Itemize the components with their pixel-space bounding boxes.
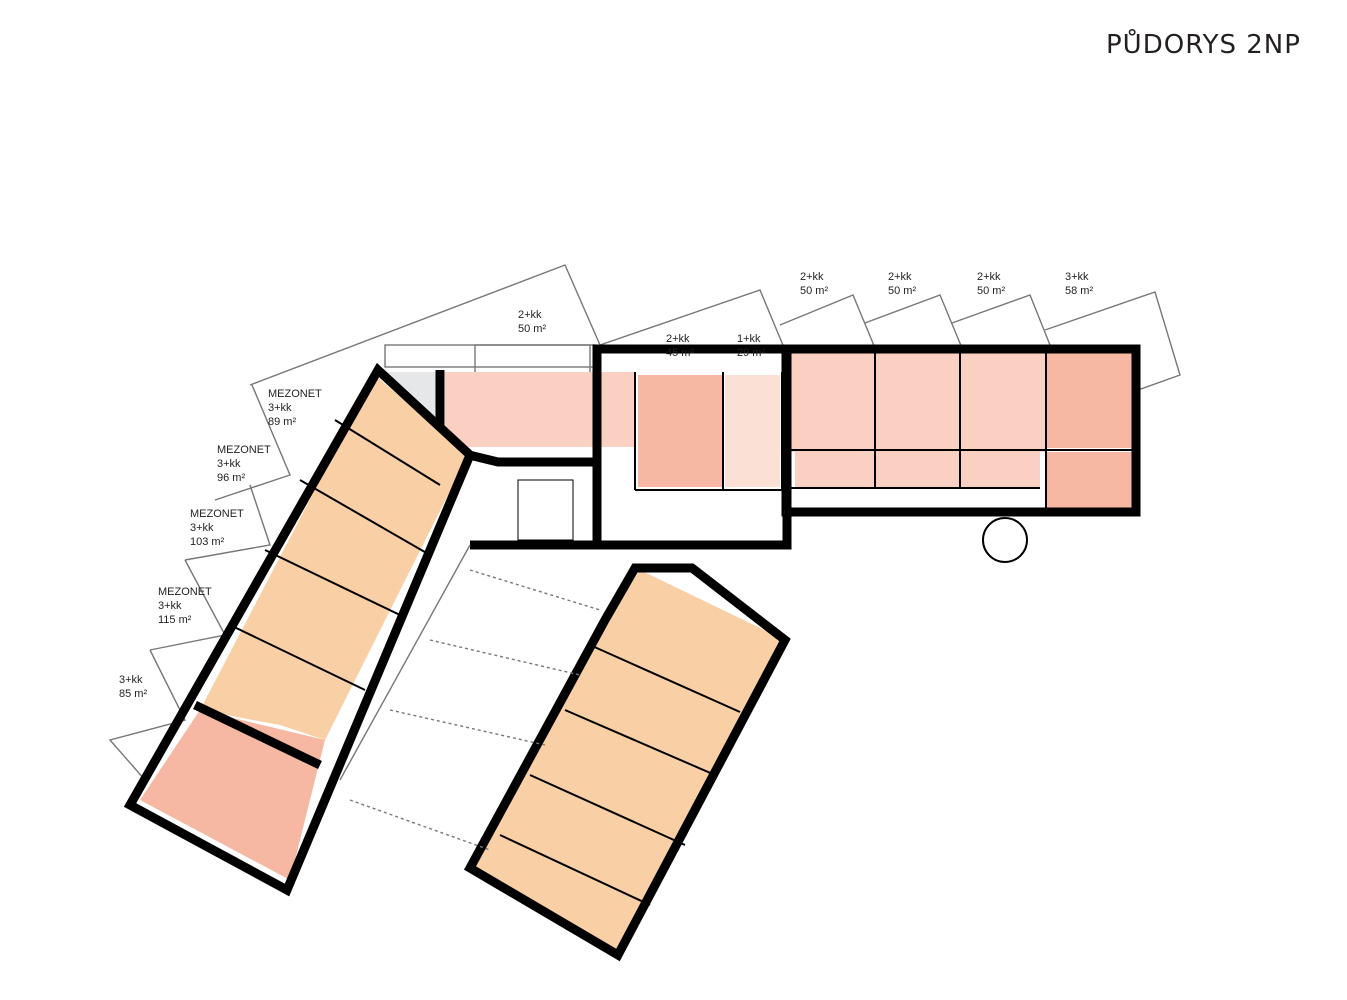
svg-text:89 m²: 89 m² [268,416,296,428]
unit-label-0: 2+kk 50 m² [518,309,546,335]
svg-text:50 m²: 50 m² [518,323,546,335]
svg-text:2+kk: 2+kk [977,271,1001,283]
unit-label-9: MEZONET 3+kk 103 m² [190,508,244,548]
svg-text:3+kk: 3+kk [158,600,182,612]
svg-text:50 m²: 50 m² [800,285,828,297]
svg-text:3+kk: 3+kk [119,674,143,686]
unit-label-5: 2+kk 50 m² [977,271,1005,297]
unit-label-2: 1+kk 29 m² [737,333,765,359]
svg-text:58 m²: 58 m² [1065,285,1093,297]
svg-text:115 m²: 115 m² [158,614,192,626]
unit-label-3: 2+kk 50 m² [800,271,828,297]
svg-text:29 m²: 29 m² [737,347,765,359]
svg-text:50 m²: 50 m² [888,285,916,297]
unit-label-11: 3+kk 85 m² [119,674,147,700]
svg-text:2+kk: 2+kk [518,309,542,321]
svg-text:MEZONET: MEZONET [217,444,271,456]
svg-text:1+kk: 1+kk [737,333,761,345]
svg-text:2+kk: 2+kk [666,333,690,345]
unit-label-1: 2+kk 45 m² [666,333,694,359]
svg-text:50 m²: 50 m² [977,285,1005,297]
unit-label-10: MEZONET 3+kk 115 m² [158,586,212,626]
svg-text:103 m²: 103 m² [190,536,225,548]
east-wing [781,344,1141,563]
unit-label-7: MEZONET 3+kk 89 m² [268,388,322,428]
page-title: PŮDORYS 2NP [1106,30,1301,60]
svg-text:45 m²: 45 m² [666,347,694,359]
svg-text:96 m²: 96 m² [217,472,245,484]
unit-label-8: MEZONET 3+kk 96 m² [217,444,271,484]
svg-text:MEZONET: MEZONET [190,508,244,520]
svg-text:3+kk: 3+kk [190,522,214,534]
svg-text:2+kk: 2+kk [800,271,824,283]
south-block [349,563,791,962]
svg-text:3+kk: 3+kk [268,402,292,414]
svg-text:85 m²: 85 m² [119,688,147,700]
unit-label-4: 2+kk 50 m² [888,271,916,297]
west-wing [123,362,476,897]
svg-text:MEZONET: MEZONET [158,586,212,598]
central-section [378,344,792,550]
svg-text:2+kk: 2+kk [888,271,912,283]
svg-text:MEZONET: MEZONET [268,388,322,400]
svg-text:3+kk: 3+kk [217,458,241,470]
unit-label-6: 3+kk 58 m² [1065,271,1093,297]
svg-text:3+kk: 3+kk [1065,271,1089,283]
